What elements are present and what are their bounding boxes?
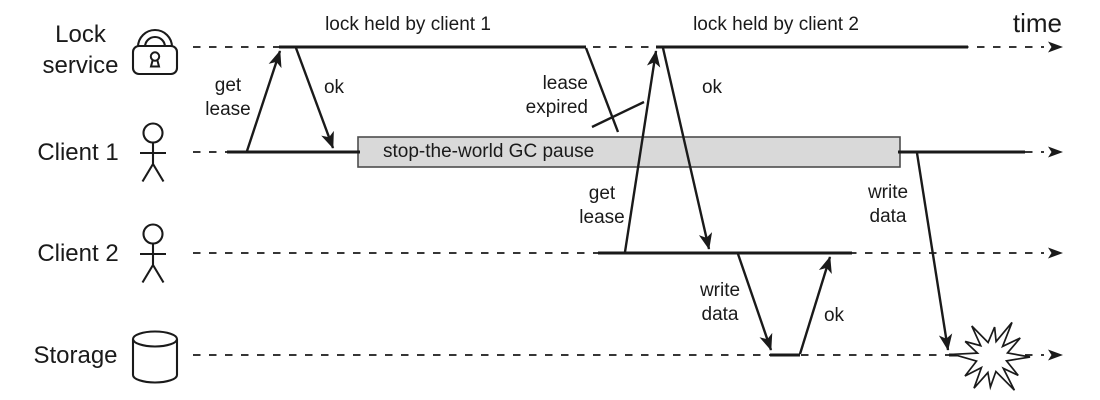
- ok-2-arrow: [661, 47, 713, 250]
- get-lease-1-label: get lease: [205, 75, 251, 120]
- lease-expired-line: [584, 47, 620, 133]
- arrow-right-icon: [1048, 349, 1063, 361]
- arrow-right-icon: [1048, 247, 1063, 259]
- write-data-1-arrow: [915, 152, 953, 351]
- ok-storage-label: ok: [823, 305, 845, 326]
- lane-label-client-1: Client 1: [37, 139, 119, 166]
- write-data-2-label: write data: [699, 280, 741, 325]
- arrow-right-icon: [1048, 146, 1063, 158]
- ok-storage-arrow: [798, 256, 832, 355]
- lane-label-lock-service: Lock service: [42, 21, 119, 79]
- timelines-solid: [227, 45, 1025, 357]
- lock-held-1-label: lock held by client 1: [325, 14, 491, 35]
- get-lease-2-label: get lease: [579, 183, 625, 228]
- person-icon: [140, 223, 166, 284]
- lease-expired-cross-icon: [591, 100, 645, 129]
- padlock-icon: [131, 28, 179, 76]
- write-data-2-arrow: [736, 253, 773, 351]
- write-data-1-label: write data: [867, 182, 909, 227]
- ok-1-arrow: [294, 47, 335, 149]
- get-lease-2-arrow: [623, 50, 661, 253]
- get-lease-1-arrow: [245, 50, 282, 152]
- lane-label-client-2: Client 2: [37, 240, 119, 267]
- ok-2-label: ok: [701, 77, 723, 98]
- ok-1-label: ok: [323, 77, 345, 98]
- message-arrows: [245, 47, 953, 355]
- arrow-right-icon: [1048, 41, 1063, 53]
- lease-expired-label: lease expired: [525, 73, 588, 118]
- crash-starburst-icon: [952, 321, 1031, 391]
- lock-held-2-label: lock held by client 2: [693, 14, 859, 35]
- lane-label-storage: Storage: [33, 342, 118, 369]
- gc-pause-label: stop-the-world GC pause: [383, 141, 595, 162]
- database-cylinder-icon: [131, 330, 179, 384]
- time-axis-label: time: [1012, 8, 1062, 38]
- person-icon: [140, 122, 166, 183]
- timeline-arrowheads: [1048, 41, 1063, 361]
- gc-pause-box: [357, 136, 901, 168]
